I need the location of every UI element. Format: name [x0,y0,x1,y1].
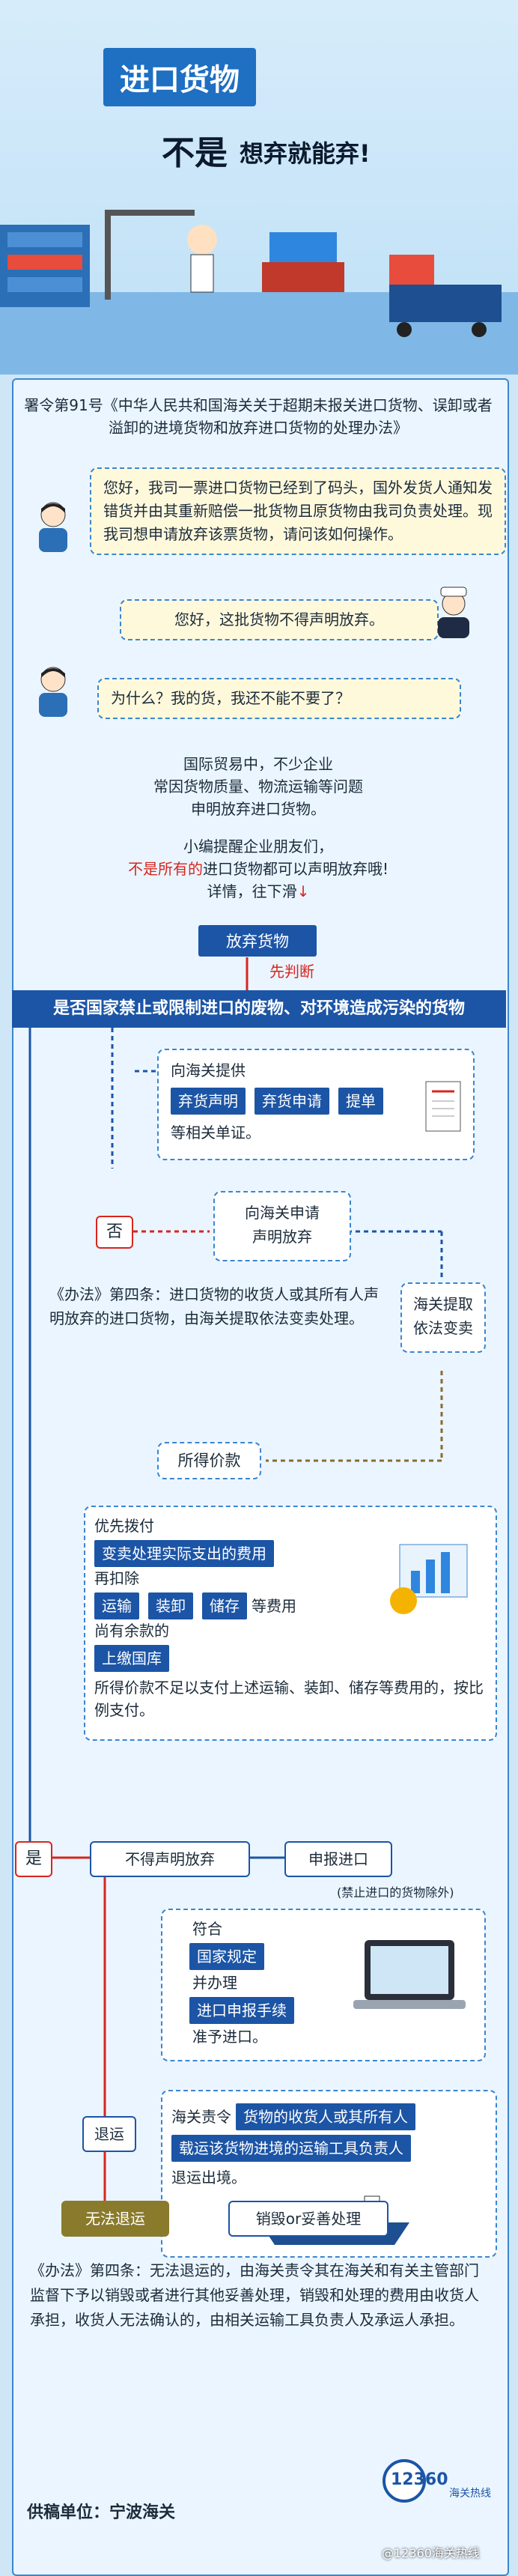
law-title: 署令第91号《中华人民共和国海关关于超期未报关进口货物、误卸或者溢卸的进境货物和… [24,396,493,437]
watermark: @12360海关热线 [382,2546,480,2560]
submit-docs-box: 向海关提供 弃货声明弃货申请提单 等相关单证。 [157,1049,475,1160]
return-row-2: 载运该货物进境的运输工具负责人 [167,2135,415,2162]
doc-tags: 弃货声明弃货申请提单 [166,1088,388,1115]
hotline-number: 12360 [391,2470,448,2489]
fee-storage: 储存 [202,1592,247,1619]
cost-tag: 变卖处理实际支出的费用 [94,1540,274,1567]
banner-title-main: 进口货物 [103,48,256,106]
insufficient-note: 所得价款不足以支付上述运输、装卸、储存等费用的，按比例支付。 [94,1679,484,1719]
flow-no: 否 [96,1216,133,1249]
proceeds-box: 所得价款 [157,1442,261,1479]
hotline-text: 海关热线 [449,2488,491,2500]
carrier-tag: 载运该货物进境的运输工具负责人 [171,2135,411,2162]
customs-order-label: 海关责令 [171,2108,231,2126]
supplier: 供稿单位：宁波海关 [27,2503,176,2522]
declare-import-box: 申报进口 [284,1841,392,1877]
balance-label: 尚有余款的 [94,1622,169,1640]
meet-label: 符合 [192,1920,222,1938]
banner-title-slogan: 想弃就能弃! [240,139,371,168]
deduct-label: 再扣除 [94,1569,139,1587]
submit-title: 向海关提供 [171,1061,246,1079]
banner-title-not: 不是 [162,134,228,172]
apply-line-2: 声明放弃 [252,1228,312,1246]
intro-line-4: 小编提醒企业朋友们， [183,837,333,855]
apply-line-1: 向海关申请 [245,1204,320,1222]
allowed-label: 准予进口。 [192,2028,267,2046]
customs-take-line-1: 海关提取 [413,1295,473,1313]
treasury-row: 上缴国库 [90,1645,174,1672]
owner-tag: 货物的收货人或其所有人 [236,2103,415,2130]
return-label: 退运 [82,2116,136,2152]
money-chart-icon [390,1544,468,1614]
port-illustration [0,210,518,375]
document-icon [425,1081,461,1132]
intro-scroll-hint: 详情，往下滑 [207,882,297,900]
fee-loading: 装卸 [148,1592,193,1619]
customer-avatar-icon-2 [39,667,67,717]
flow-start-abandon: 放弃货物 [198,925,317,957]
intro-line-5-rest: 进口货物都可以声明放弃哦! [202,860,389,878]
customs-answer-1: 您好，这批货物不得声明放弃。 [120,599,439,640]
intro-not-all: 不是所有的 [127,860,203,878]
exit-label: 退运出境。 [171,2169,246,2186]
cost-row: 变卖处理实际支出的费用 [90,1540,278,1567]
not-allowed-box: 不得声明放弃 [90,1841,250,1877]
fee-row: 运输装卸储存等费用 [90,1592,296,1619]
customs-take-box: 海关提取 依法变卖 [400,1282,486,1353]
doc-abandon-statement: 弃货声明 [171,1088,246,1115]
national-row: 国家规定 [185,1943,269,1970]
doc-bill-of-lading: 提单 [338,1088,383,1115]
intro-line-6: 详情，往下滑↓ [75,880,442,903]
banner: 进口货物 不是 想弃就能弃! [0,0,518,375]
apply-abandon-box: 向海关申请 声明放弃 [213,1191,351,1261]
fee-tail: 等费用 [252,1597,296,1615]
flow-judge-label: 先判断 [269,963,314,981]
hotline-logo-icon [383,2459,426,2503]
customs-take-line-2: 依法变卖 [413,1319,473,1337]
return-row-1: 海关责令货物的收货人或其所有人 [171,2103,420,2130]
intro-line-2: 常因货物质量、物流运输等问题 [153,778,363,795]
article-4-destroy: 《办法》第四条：无法退运的，由海关责令其在海关和有关主管部门监督下予以销毁或者进… [30,2261,479,2329]
doc-abandon-application: 弃货申请 [255,1088,329,1115]
destroy-box: 销毁or妥善处理 [228,2201,388,2237]
intro-line-3: 申明放弃进口货物。 [191,800,326,818]
article-4-abandon: 《办法》第四条：进口货物的收货人或其所有人声明放弃的进口货物，由海关提取依法变卖… [49,1285,379,1327]
priority-label: 优先拨付 [94,1517,154,1535]
procedure-row: 进口申报手续 [185,1997,299,2024]
customer-avatar-icon [39,502,67,552]
customer-question-2: 为什么？我的货，我还不能不要了？ [97,678,461,719]
down-arrow-icon: ↓ [296,882,310,900]
intro-line-1: 国际贸易中，不少企业 [183,755,333,773]
handle-label: 并办理 [192,1974,237,1992]
fee-transport: 运输 [94,1592,139,1619]
except-note: (禁止进口的货物除外) [337,1885,454,1900]
treasury-tag: 上缴国库 [94,1645,169,1672]
customer-question-1: 您好，我司一票进口货物已经到了码头，国外发货人通知发错货并由其重新赔偿一批货物且… [90,467,506,555]
intro-line-5: 不是所有的进口货物都可以声明放弃哦! [75,858,442,880]
flow-yes: 是 [15,1841,52,1877]
laptop-icon [353,1940,466,2009]
import-conditions-box: 符合 国家规定 并办理 进口申报手续 准予进口。 [161,1909,486,2061]
hotline-logo: 12360 海关热线 [382,2458,494,2503]
proceeds-distribution-box: 优先拨付 变卖处理实际支出的费用 再扣除 运输装卸储存等费用 尚有余款的 上缴国… [84,1506,497,1741]
national-tag: 国家规定 [189,1943,264,1970]
submit-tail: 等相关单证。 [171,1124,260,1142]
customs-officer-avatar-icon [438,587,469,638]
procedure-tag: 进口申报手续 [189,1997,294,2024]
flow-question-bar: 是否国家禁止或限制进口的废物、对环境造成污染的货物 [12,990,506,1028]
cannot-return-box: 无法退运 [61,2201,169,2237]
